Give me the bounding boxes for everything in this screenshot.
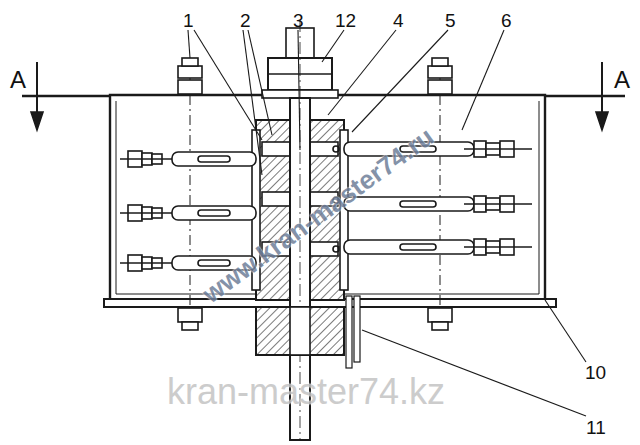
callout-number: 1 [183, 11, 194, 30]
callout-number: 3 [293, 11, 304, 30]
callout-number: 2 [240, 11, 251, 30]
callout-number: 6 [501, 11, 512, 30]
callout-number: 5 [445, 11, 456, 30]
watermark: kran-master74.kz [167, 374, 445, 410]
callout-number: 12 [335, 11, 356, 30]
callout-number: 11 [586, 418, 606, 437]
section-mark: A [10, 68, 26, 92]
callout-number: 10 [585, 363, 606, 382]
section-mark: A [614, 68, 630, 92]
callout-number: 4 [393, 11, 404, 30]
